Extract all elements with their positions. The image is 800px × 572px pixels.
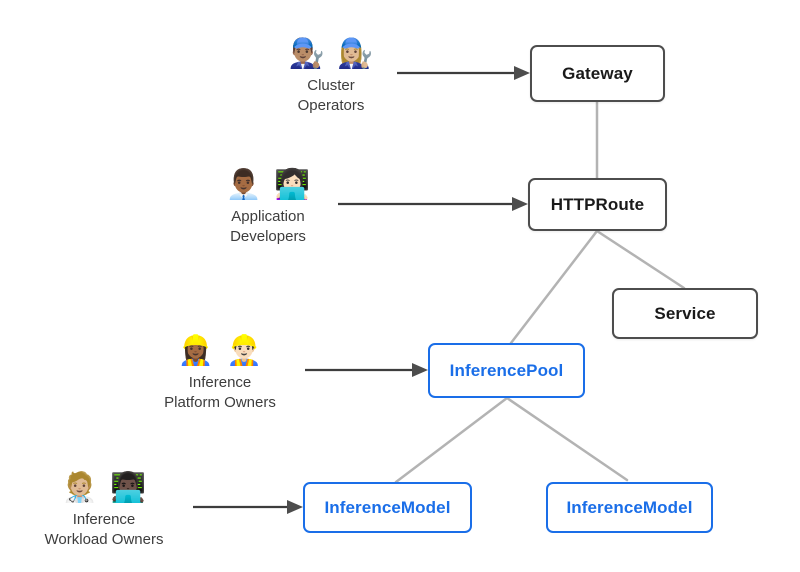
node-inferencepool: InferencePool bbox=[428, 343, 585, 398]
actor-inference-platform-owners-label: Inference Platform Owners bbox=[135, 373, 305, 413]
actor-label-line: Platform Owners bbox=[164, 394, 276, 411]
actor-application-developers-emojis: 👨🏾‍💼 👩🏻‍💻 bbox=[183, 165, 353, 205]
node-inferencemodel-left-label: InferenceModel bbox=[324, 497, 451, 517]
node-service-label: Service bbox=[654, 303, 716, 323]
arrow-inference-workload-owners-to-inferencemodel bbox=[193, 500, 303, 514]
actor-label-line: Inference bbox=[72, 511, 136, 528]
actor-cluster-operators-label: Cluster Operators bbox=[246, 76, 416, 116]
actor-inference-workload-owners-label: Inference Workload Owners bbox=[19, 510, 189, 550]
node-inferencemodel-left: InferenceModel bbox=[303, 482, 472, 533]
edge-inferencepool-inferencemodel-left bbox=[394, 396, 509, 484]
actor-application-developers: 👨🏾‍💼 👩🏻‍💻 Application Developers bbox=[183, 165, 353, 247]
actor-cluster-operators: 👨🏽‍🔧 👩🏼‍🔧 Cluster Operators bbox=[246, 34, 416, 116]
edge-httproute-inferencepool bbox=[509, 229, 599, 345]
woman-mechanic-emoji: 👩🏼‍🔧 bbox=[337, 38, 374, 70]
node-gateway: Gateway bbox=[530, 45, 665, 102]
arrow-cluster-operators-to-gateway bbox=[397, 66, 530, 80]
arrow-inference-platform-owners-to-inferencepool bbox=[305, 363, 428, 377]
actor-label-line: Workload Owners bbox=[44, 531, 164, 548]
actor-label-line: Developers bbox=[230, 228, 306, 245]
actor-application-developers-label: Application Developers bbox=[183, 207, 353, 247]
health-worker-emoji: 🧑🏼‍⚕️ bbox=[61, 472, 98, 504]
actor-inference-platform-owners: 👷🏾‍♀️ 👷🏻‍♂️ Inference Platform Owners bbox=[135, 331, 305, 413]
actor-label-line: Operators bbox=[297, 97, 365, 114]
actor-label-line: Cluster bbox=[307, 77, 355, 94]
edge-inferencepool-inferencemodel-right bbox=[505, 396, 629, 482]
node-inferencepool-label: InferencePool bbox=[449, 360, 564, 380]
man-technologist-emoji: 👨🏿‍💻 bbox=[110, 472, 147, 504]
edge-httproute-service bbox=[595, 229, 686, 290]
woman-technologist-emoji: 👩🏻‍💻 bbox=[274, 169, 311, 201]
man-construction-worker-emoji: 👷🏻‍♂️ bbox=[226, 335, 263, 367]
actor-inference-platform-owners-emojis: 👷🏾‍♀️ 👷🏻‍♂️ bbox=[135, 331, 305, 371]
node-service: Service bbox=[612, 288, 758, 339]
man-office-worker-emoji: 👨🏾‍💼 bbox=[225, 169, 262, 201]
actor-inference-workload-owners: 🧑🏼‍⚕️ 👨🏿‍💻 Inference Workload Owners bbox=[19, 468, 189, 550]
arrow-application-developers-to-httproute bbox=[338, 197, 528, 211]
actor-cluster-operators-emojis: 👨🏽‍🔧 👩🏼‍🔧 bbox=[246, 34, 416, 74]
node-inferencemodel-right: InferenceModel bbox=[546, 482, 713, 533]
woman-construction-worker-emoji: 👷🏾‍♀️ bbox=[177, 335, 214, 367]
node-gateway-label: Gateway bbox=[562, 63, 633, 83]
node-httproute-label: HTTPRoute bbox=[550, 194, 645, 214]
actor-inference-workload-owners-emojis: 🧑🏼‍⚕️ 👨🏿‍💻 bbox=[19, 468, 189, 508]
actor-label-line: Inference bbox=[188, 374, 252, 391]
man-mechanic-emoji: 👨🏽‍🔧 bbox=[288, 38, 325, 70]
actor-label-line: Application bbox=[231, 208, 305, 225]
node-httproute: HTTPRoute bbox=[528, 178, 667, 231]
node-inferencemodel-right-label: InferenceModel bbox=[566, 497, 693, 517]
